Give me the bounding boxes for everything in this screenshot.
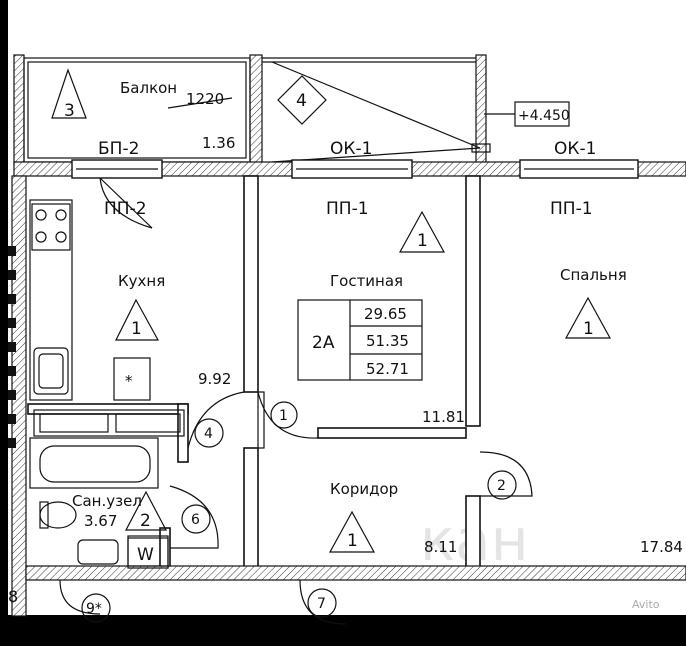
corridor-area: 8.11 xyxy=(424,538,457,556)
apartment-area-table xyxy=(297,299,423,381)
bathroom-name: Сан.узел xyxy=(72,492,142,510)
door-marker-2: 2 xyxy=(497,478,506,494)
door-marker-9: 9* xyxy=(86,601,102,617)
balcony-dimension: 1220 xyxy=(186,90,224,108)
dimension-line xyxy=(167,97,233,109)
kitchen-name: Кухня xyxy=(118,272,165,290)
living-window-code: ОК-1 xyxy=(330,139,372,159)
paper-background xyxy=(8,0,686,615)
door-marker-7: 7 xyxy=(317,596,326,612)
balcony-door-code: ПП-2 xyxy=(104,199,147,219)
kitchen-fixtures xyxy=(29,199,151,401)
left-outer-wall xyxy=(8,175,27,617)
living-door-code: ПП-1 xyxy=(326,199,369,219)
bedroom-window-code: ОК-1 xyxy=(554,139,596,159)
facade-wall xyxy=(13,159,686,179)
balcony-window-code: БП-2 xyxy=(98,139,139,159)
living-number: 1 xyxy=(417,231,428,251)
total-area-value: 51.35 xyxy=(366,332,409,350)
kitchen-area: 9.92 xyxy=(198,370,231,388)
door-marker-6: 6 xyxy=(191,512,200,528)
living-area-value: 29.65 xyxy=(364,305,407,323)
corridor-number: 1 xyxy=(347,531,358,551)
room-markers xyxy=(51,68,612,553)
washbasin-icon xyxy=(77,539,119,565)
stove-icon xyxy=(31,203,71,251)
balcony2-number: 4 xyxy=(296,91,307,111)
triangle-marker-icon xyxy=(125,490,167,531)
balcony-3 xyxy=(13,54,263,166)
total-with-balcony-value: 52.71 xyxy=(366,360,409,378)
bathroom-number: 2 xyxy=(140,511,151,531)
apartment-type: 2А xyxy=(312,333,335,353)
balcony-number: 3 xyxy=(64,101,75,121)
door-marker-8: 8 xyxy=(8,587,18,606)
bedroom-door-code: ПП-1 xyxy=(550,199,593,219)
bathroom-area: 3.67 xyxy=(84,512,117,530)
living-area: 11.81 xyxy=(422,408,465,426)
corridor-name: Коридор xyxy=(330,480,398,498)
triangle-marker-icon xyxy=(115,298,160,341)
fridge-icon xyxy=(113,357,151,401)
triangle-marker-icon xyxy=(328,510,376,553)
diamond-marker-icon xyxy=(277,75,327,125)
living-name: Гостиная xyxy=(330,272,403,290)
circle-markers xyxy=(81,401,517,623)
balcony-area: 1.36 xyxy=(202,134,235,152)
bedroom-area: 17.84 xyxy=(640,538,683,556)
triangle-marker-icon xyxy=(564,296,612,339)
door-marker-1: 1 xyxy=(279,408,288,424)
bathroom-fixtures xyxy=(29,409,185,567)
fridge-symbol: * xyxy=(125,372,133,390)
bathtub-icon xyxy=(29,437,159,489)
interior-walls xyxy=(25,175,686,581)
watermark-text: Avito xyxy=(632,598,660,611)
triangle-marker-icon xyxy=(398,210,446,253)
balcony-name: Балкон xyxy=(120,79,177,97)
kitchen-number: 1 xyxy=(131,319,142,339)
bedroom-name: Спальня xyxy=(560,266,627,284)
triangle-marker-icon xyxy=(51,68,87,119)
elevation-mark: +4.450 xyxy=(518,108,570,124)
w-box xyxy=(127,537,169,569)
bedroom-number: 1 xyxy=(583,319,594,339)
door-marker-4: 4 xyxy=(204,426,213,442)
washer-label: W xyxy=(137,545,154,565)
sink-icon xyxy=(33,347,69,395)
